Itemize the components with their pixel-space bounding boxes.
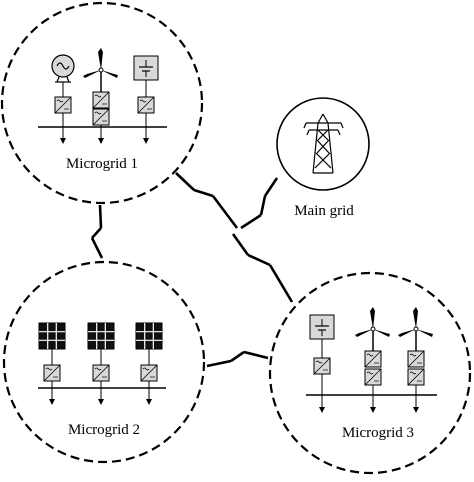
microgrid-2-label: Microgrid 2	[68, 422, 140, 438]
solar-panel-icon	[135, 322, 163, 350]
line-maingrid-junction	[240, 177, 279, 230]
microgrid-1: Microgrid 1	[0, 1, 204, 205]
wind-turbine-icon	[354, 306, 391, 352]
solar-panel-icon	[87, 322, 115, 350]
converter-icon	[364, 350, 382, 368]
converter-icon	[137, 96, 155, 114]
converter-icon	[407, 350, 425, 368]
solar-panel-icon	[38, 322, 66, 350]
microgrid-1-boundary	[0, 1, 204, 205]
generator-icon	[51, 54, 75, 83]
main-grid-label: Main grid	[294, 203, 354, 219]
microgrid-3-boundary	[268, 271, 472, 475]
battery-icon	[309, 314, 335, 340]
transmission-tower-icon	[303, 113, 344, 174]
interconnection-lines	[90, 172, 294, 368]
main-grid-boundary	[276, 97, 370, 191]
converter-icon	[54, 96, 72, 114]
converter-icon	[92, 364, 110, 382]
converter-icon	[364, 368, 382, 386]
converter-icon	[313, 357, 331, 375]
wind-turbine-icon	[82, 47, 119, 93]
microgrid-2-boundary	[2, 260, 206, 464]
battery-icon	[133, 55, 159, 81]
microgrid-3: Microgrid 3	[268, 271, 472, 475]
line-microgrid1-junction	[175, 172, 239, 229]
line-microgrid1-microgrid2	[90, 204, 104, 259]
microgrid-3-label: Microgrid 3	[342, 425, 414, 441]
converter-icon	[407, 368, 425, 386]
wind-turbine-icon	[397, 306, 434, 352]
line-microgrid2-microgrid3	[206, 350, 269, 368]
line-junction-microgrid3	[231, 233, 294, 303]
converter-icon	[140, 364, 158, 382]
converter-icon	[92, 108, 110, 126]
microgrid-1-label: Microgrid 1	[66, 156, 138, 172]
converter-icon	[43, 364, 61, 382]
microgrid-2: Microgrid 2	[2, 260, 206, 464]
converter-icon	[92, 91, 110, 109]
main-grid: Main grid	[276, 97, 370, 219]
